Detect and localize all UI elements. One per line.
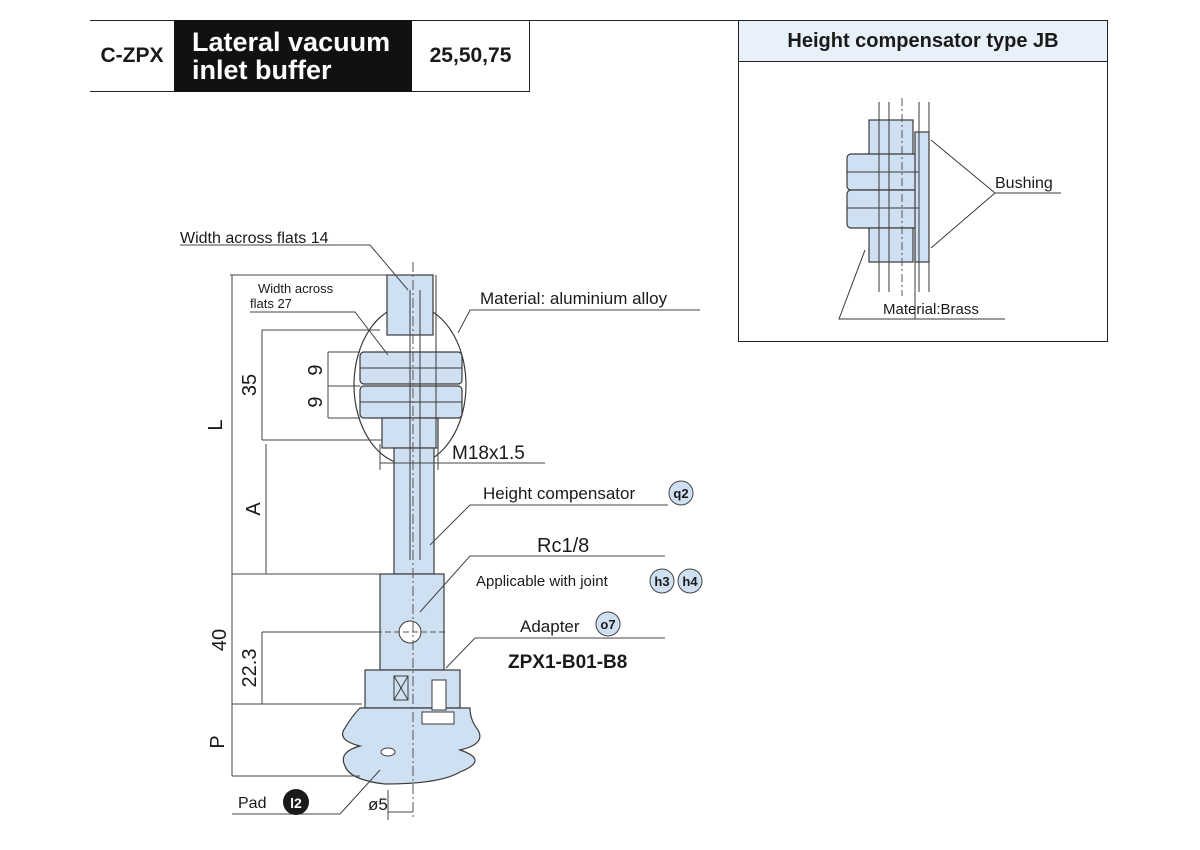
label-material-aluminium: Material: aluminium alloy <box>480 289 668 308</box>
header-rule <box>530 20 740 21</box>
inset-nut-lower <box>846 189 920 229</box>
inset-bushing <box>914 131 930 263</box>
inset-lower-fitting <box>868 227 914 263</box>
label-port: Rc1/8 <box>537 535 589 557</box>
label-adapter: Adapter <box>520 617 580 636</box>
dim-label-9-a: 9 <box>305 364 327 375</box>
badge-h4: h4 <box>677 568 703 594</box>
inset-label-material: Material:Brass <box>883 301 979 318</box>
badge-h3: h3 <box>649 568 675 594</box>
inset-title: Height compensator type JB <box>739 21 1107 62</box>
badge-pad: l2 <box>283 789 309 815</box>
label-applicable-joint: Applicable with joint <box>476 573 609 590</box>
inset-label-bushing: Bushing <box>995 175 1053 192</box>
svg-text:h3: h3 <box>654 574 669 589</box>
dim-label-22-3: 22.3 <box>239 649 261 688</box>
inset-panel: Height compensator type JB <box>738 20 1108 342</box>
svg-text:q2: q2 <box>673 486 688 501</box>
badge-o7: o7 <box>595 611 621 637</box>
adapter-bolt <box>431 679 447 711</box>
svg-text:h4: h4 <box>682 574 698 589</box>
model-code: C-ZPX <box>90 20 174 92</box>
inset-drawing: Bushing Material:Brass <box>838 98 1061 320</box>
dim-label-A: A <box>243 502 265 516</box>
badge-q2: q2 <box>668 480 694 506</box>
label-thread: M18x1.5 <box>452 443 525 464</box>
suction-pad <box>341 707 481 785</box>
svg-text:l2: l2 <box>290 795 302 811</box>
label-diameter: ø5 <box>368 795 388 814</box>
dim-label-P: P <box>207 735 229 748</box>
stroke-options: 25,50,75 <box>412 20 530 92</box>
label-width-across-flats-27-b: flats 27 <box>250 296 292 311</box>
rod <box>393 447 435 575</box>
inset-upper-fitting <box>868 119 914 157</box>
dim-label-40: 40 <box>209 629 231 651</box>
svg-text:o7: o7 <box>600 617 615 632</box>
dim-label-35: 35 <box>239 374 261 396</box>
label-height-compensator: Height compensator <box>483 484 635 503</box>
label-width-across-flats-14: Width across flats 14 <box>180 230 329 247</box>
product-title: Lateral vacuum inlet buffer <box>174 20 412 92</box>
dim-label-L: L <box>205 419 227 430</box>
label-adapter-part: ZPX1-B01-B8 <box>508 652 627 673</box>
dim-label-9-b: 9 <box>305 396 327 407</box>
label-pad: Pad <box>238 795 266 812</box>
label-width-across-flats-27-a: Width across <box>258 281 334 296</box>
